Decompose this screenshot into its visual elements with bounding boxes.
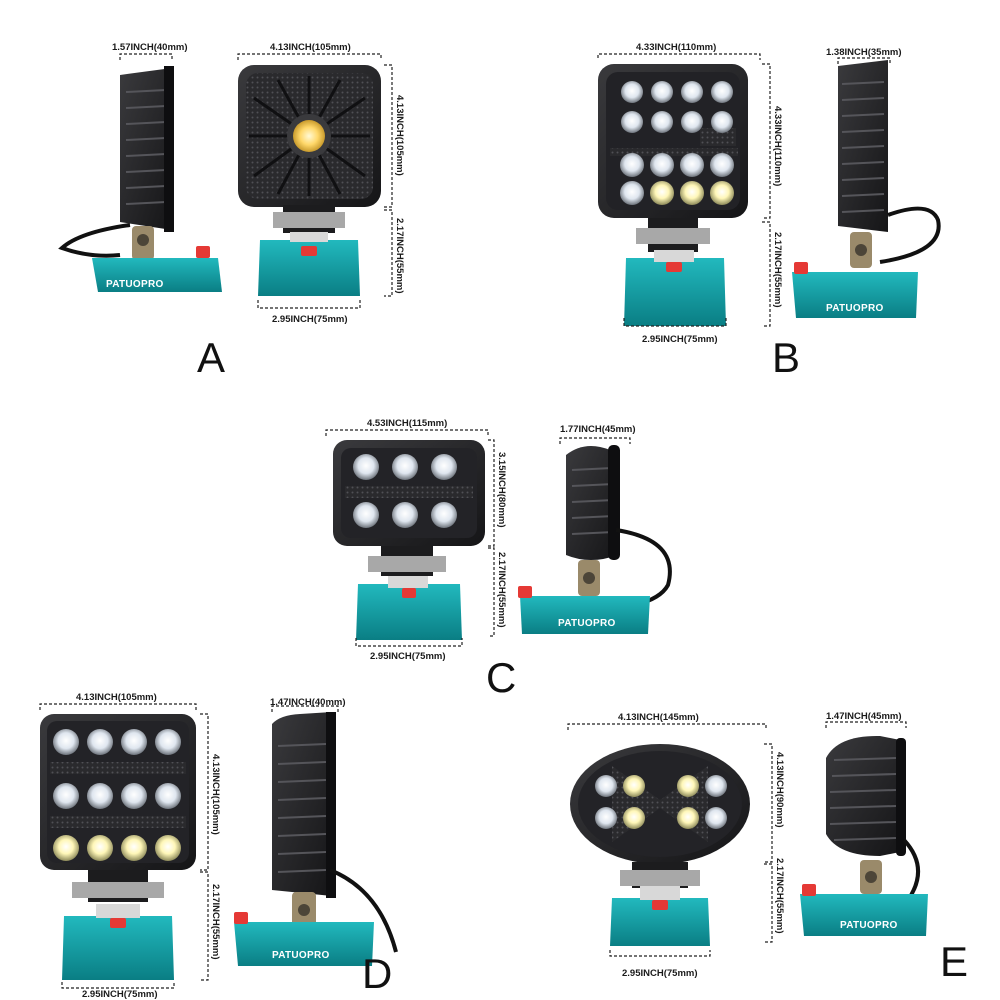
variant-c-front-view (333, 440, 485, 640)
variant-e-side-width: 1.47INCH(45mm) (826, 711, 902, 722)
variant-d: PATUOPRO 4.13INCH(105mm) 1.47INCH(40mm) … (39, 692, 398, 1000)
variant-b-side-width: 1.38INCH(35mm) (826, 47, 902, 58)
variant-c-head-height: 3.15INCH(80mm) (496, 452, 507, 528)
variant-d-side-width: 1.47INCH(40mm) (270, 697, 346, 708)
variant-e-base-width: 2.95INCH(75mm) (622, 968, 698, 979)
variant-e-front-battery-base (610, 898, 710, 946)
variant-e-side-view: PATUOPRO (800, 735, 928, 936)
variant-c-side-view: PATUOPRO (518, 445, 672, 634)
variant-e-side-battery-base (800, 894, 928, 936)
variant-b: PATUOPRO 4.33INCH(110mm) 1.38INCH(35mm) … (597, 42, 941, 381)
variant-e-front-width: 4.13INCH(145mm) (618, 712, 699, 723)
variant-c-base-width: 2.95INCH(75mm) (370, 651, 446, 662)
variant-e-front-view (570, 744, 750, 946)
variant-d-base-height: 2.17INCH(55mm) (210, 884, 221, 960)
variant-e-head-height: 4.13INCH(90mm) (774, 752, 785, 828)
variant-a-side-view: PATUOPRO (58, 66, 222, 292)
variant-b-side-battery-base (792, 272, 918, 318)
variant-d-brand-label: PATUOPRO (272, 950, 330, 961)
variant-b-front-battery-base (624, 258, 726, 326)
variant-d-front-view (40, 714, 196, 980)
variant-e-led-grid (595, 775, 727, 829)
variant-d-letter: D (362, 950, 392, 997)
variant-a-front-battery-base (258, 240, 360, 296)
variant-e-base-height: 2.17INCH(55mm) (774, 858, 785, 934)
variant-c: PATUOPRO 4.53INCH(115mm) 1.77INCH(45mm) … (325, 418, 672, 701)
variant-a-base-width: 2.95INCH(75mm) (272, 314, 348, 325)
variant-a-front-width: 4.13INCH(105mm) (270, 42, 351, 53)
variant-d-led-grid (53, 729, 181, 861)
variant-e-letter: E (940, 938, 968, 985)
variant-b-front-width: 4.33INCH(110mm) (636, 42, 716, 53)
variant-a-brand-label: PATUOPRO (106, 279, 164, 290)
variant-a-side-power-button (196, 246, 210, 258)
variant-d-head-height: 4.13INCH(105mm) (210, 754, 221, 835)
variant-a-head-height: 4.13INCH(105mm) (394, 95, 405, 176)
variant-a-base-height: 2.17INCH(55mm) (394, 218, 405, 294)
variant-e: PATUOPRO 4.13INCH(145mm) 1.47INCH(45mm) … (567, 711, 968, 985)
variant-c-letter: C (486, 654, 516, 701)
variant-b-front-view (598, 64, 748, 326)
variant-a-cob-led (293, 120, 325, 152)
variant-c-base-height: 2.17INCH(55mm) (496, 552, 507, 628)
variant-a: PATUOPRO 1.57INCH(40mm) 4. (58, 42, 405, 381)
variant-a-side-width: 1.57INCH(40mm) (112, 42, 188, 53)
variant-d-side-view: PATUOPRO (234, 712, 398, 966)
variant-b-head-height: 4.33INCH(110mm) (772, 106, 783, 186)
variant-b-letter: B (772, 334, 800, 381)
variant-b-base-width: 2.95INCH(75mm) (642, 334, 718, 345)
variant-a-side-battery-base (92, 258, 222, 292)
variant-c-front-battery-base (356, 584, 462, 640)
variant-c-brand-label: PATUOPRO (558, 618, 616, 629)
variant-b-side-view: PATUOPRO (792, 60, 941, 318)
variant-a-front-view (238, 65, 381, 296)
variant-b-led-grid (620, 81, 734, 205)
variant-d-side-battery-base (234, 922, 374, 966)
variant-c-side-battery-base (520, 596, 650, 634)
variant-e-brand-label: PATUOPRO (840, 920, 898, 931)
variant-b-base-height: 2.17INCH(55mm) (772, 232, 783, 308)
variant-b-brand-label: PATUOPRO (826, 303, 884, 314)
variant-a-letter: A (197, 334, 225, 381)
variant-c-led-grid (353, 454, 457, 528)
variant-c-front-width: 4.53INCH(115mm) (367, 418, 447, 429)
variant-d-front-width: 4.13INCH(105mm) (76, 692, 157, 703)
variant-d-front-battery-base (62, 916, 174, 980)
variant-c-side-width: 1.77INCH(45mm) (560, 424, 636, 435)
variant-d-base-width: 2.95INCH(75mm) (82, 989, 158, 1000)
